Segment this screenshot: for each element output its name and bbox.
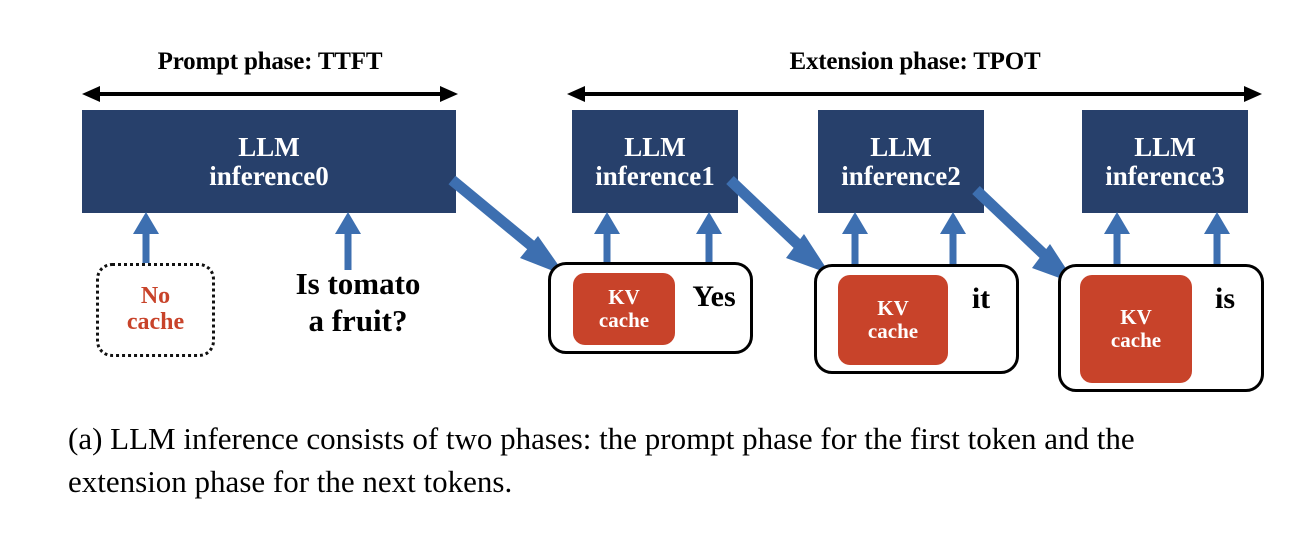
- llm-inference1-line1: LLM: [624, 132, 686, 163]
- prompt-text-line2: a fruit?: [308, 302, 408, 338]
- llm-inference2-box[interactable]: LLM inference2: [818, 110, 984, 213]
- kv-cache-chip-2-line2: cache: [867, 319, 919, 343]
- kv-cache-chip-1[interactable]: KV cache: [573, 273, 675, 345]
- kv-cache-chip-3-line1: KV: [1120, 305, 1152, 330]
- no-cache-line1: No: [140, 283, 171, 310]
- generated-token-3: is: [1214, 282, 1235, 315]
- generated-token-1: Yes: [692, 280, 736, 313]
- input-arrow-kv-cache-3-icon: [1104, 212, 1130, 272]
- llm-inference2-line1: LLM: [870, 132, 932, 163]
- kv-cache-chip-1-line2: cache: [598, 308, 650, 332]
- input-arrow-no-cache-icon: [133, 212, 159, 270]
- prompt-phase-span-arrow: [82, 86, 458, 102]
- input-arrow-prompt-icon: [335, 212, 361, 270]
- llm-inference1-box[interactable]: LLM inference1: [572, 110, 738, 213]
- kv-cache-chip-3-line2: cache: [1110, 328, 1162, 352]
- llm-inference0-line1: LLM: [238, 132, 300, 163]
- no-cache-box: No cache: [96, 263, 215, 357]
- no-cache-line2: cache: [126, 309, 185, 335]
- extension-phase-label: Extension phase: TPOT: [789, 48, 1041, 75]
- figure-caption: (a) LLM inference consists of two phases…: [68, 421, 1135, 499]
- prompt-phase-label: Prompt phase: TTFT: [157, 48, 383, 75]
- input-arrow-token-2-icon: [940, 212, 966, 272]
- prompt-text-line1: Is tomato: [295, 266, 421, 301]
- kv-cache-chip-2-line1: KV: [877, 296, 909, 321]
- llm-inference2-line2: inference2: [841, 160, 961, 191]
- generated-token-2: it: [971, 282, 991, 315]
- prompt-text: Is tomato a fruit?: [248, 266, 468, 339]
- input-arrow-token-3-icon: [1204, 212, 1230, 272]
- llm-inference0-box[interactable]: LLM inference0: [82, 110, 456, 213]
- llm-inference0-line2: inference0: [209, 160, 329, 191]
- llm-inference3-line1: LLM: [1134, 132, 1196, 163]
- kv-cache-chip-2[interactable]: KV cache: [838, 275, 948, 365]
- llm-inference3-line2: inference3: [1105, 160, 1225, 191]
- input-arrow-kv-cache-2-icon: [842, 212, 868, 272]
- llm-inference3-box[interactable]: LLM inference3: [1082, 110, 1248, 213]
- extension-phase-span-arrow: [567, 86, 1262, 102]
- output-arrow-inference1-to-cache2-icon: [726, 176, 830, 274]
- kv-cache-chip-1-line1: KV: [608, 285, 640, 310]
- kv-cache-chip-3[interactable]: KV cache: [1080, 275, 1192, 383]
- llm-inference1-line2: inference1: [595, 160, 715, 191]
